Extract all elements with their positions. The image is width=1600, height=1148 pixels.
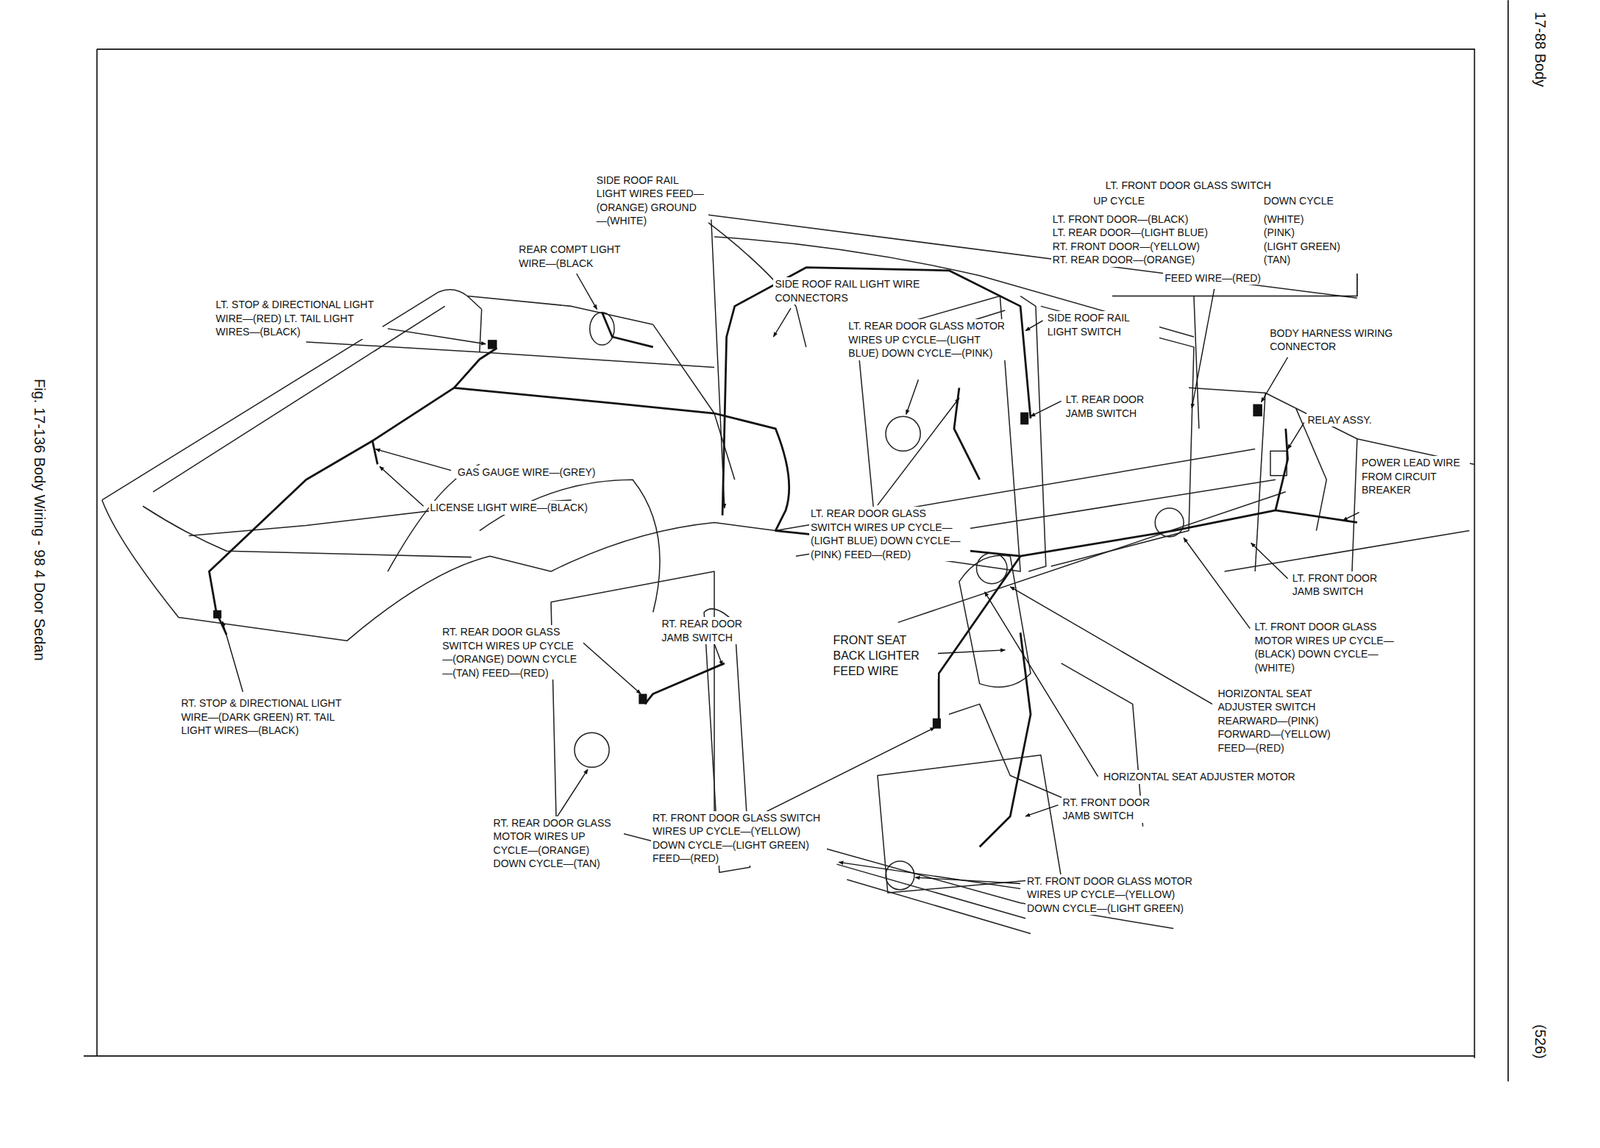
wire-callout: RT. STOP & DIRECTIONAL LIGHT WIRE—(DARK … [179,696,356,738]
part-callout: RT. FRONT DOOR JAMB SWITCH [1061,795,1175,824]
part-callout: SIDE ROOF RAIL LIGHT WIRE CONNECTORS [773,277,924,305]
wire-callout: REAR COMPT LIGHT WIRE—(BLACK [517,242,642,270]
page-number: (526) [1530,1023,1550,1061]
table-cell: FEED WIRE—(RED) [1163,271,1263,286]
table-cell: LT. REAR DOOR—(LIGHT BLUE) [1051,225,1210,240]
table-column-head: UP CYCLE [1091,194,1147,209]
wire-callout: RT. FRONT DOOR GLASS SWITCH WIRES UP CYC… [651,811,827,866]
wire-callout: LT. REAR DOOR GLASS MOTOR WIRES UP CYCLE… [846,319,1008,361]
wire-callout: POWER LEAD WIRE FROM CIRCUIT BREAKER [1360,456,1470,498]
table-cell: (TAN) [1262,253,1292,268]
figure-caption: Fig. 17-136 Body Wiring - 98 4 Door Seda… [30,377,50,663]
part-callout: HORIZONTAL SEAT ADJUSTER MOTOR [1101,770,1297,785]
wire-callout: SIDE ROOF RAIL LIGHT WIRES FEED—(ORANGE)… [595,173,709,229]
table-cell: RT. FRONT DOOR—(YELLOW) [1051,239,1202,254]
table-heading: LT. FRONT DOOR GLASS SWITCH [1104,178,1273,193]
table-cell: (LIGHT GREEN) [1262,239,1342,254]
wiring-harness [208,267,1358,848]
part-callout: RT. REAR DOOR JAMB SWITCH [659,617,774,645]
table-column-head: DOWN CYCLE [1262,194,1336,209]
wire-callout: LT. STOP & DIRECTIONAL LIGHT WIRE—(RED) … [214,297,383,340]
wire-callout: LT. REAR DOOR GLASS SWITCH WIRES UP CYCL… [809,506,971,562]
part-callout: SIDE ROOF RAIL LIGHT SWITCH [1046,311,1160,339]
leader-lines [222,219,1359,889]
wire-callout: GAS GAUGE WIRE—(GREY) [456,465,597,480]
page-frame [83,0,1509,1082]
wire-callout: RT. FRONT DOOR GLASS MOTOR WIRES UP CYCL… [1025,874,1202,916]
table-cell: RT. REAR DOOR—(ORANGE) [1051,253,1197,268]
table-cell: (WHITE) [1262,212,1306,227]
wire-callout: LICENSE LIGHT WIRE—(BLACK) [428,500,590,515]
wire-callout: RT. REAR DOOR GLASS SWITCH WIRES UP CYCL… [440,625,584,680]
table-cell: (PINK) [1262,225,1297,240]
table-cell: LT. FRONT DOOR—(BLACK) [1051,212,1191,227]
wire-callout: RT. REAR DOOR GLASS MOTOR WIRES UP CYCLE… [492,816,624,871]
car-body [102,214,1475,935]
part-callout: BODY HARNESS WIRING CONNECTOR [1268,326,1397,354]
part-callout: LT. FRONT DOOR JAMB SWITCH [1291,571,1405,599]
part-callout: RELAY ASSY. [1306,413,1374,428]
part-callout: LT. REAR DOOR JAMB SWITCH [1064,392,1171,421]
wire-callout: LT. FRONT DOOR GLASS MOTOR WIRES UP CYCL… [1252,620,1407,675]
page-header: 17-88 Body [1530,10,1550,89]
wire-callout: HORIZONTAL SEAT ADJUSTER SWITCH REARWARD… [1216,687,1348,756]
wire-callout: FRONT SEAT BACK LIGHTER FEED WIRE [832,632,938,679]
connectors [213,339,1287,729]
